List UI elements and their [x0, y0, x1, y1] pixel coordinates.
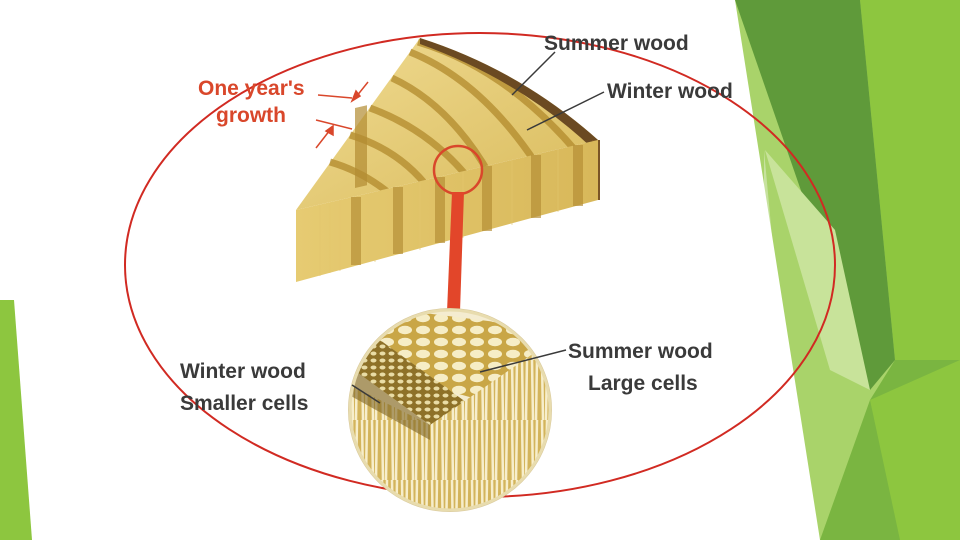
summer-wood-bottom-label: Summer wood	[568, 340, 713, 363]
wood-wedge-illustration	[296, 38, 600, 312]
winter-wood-bottom-label: Winter wood	[180, 360, 306, 383]
growth-label: growth	[216, 104, 286, 127]
large-cells-label: Large cells	[588, 372, 698, 395]
smaller-cells-label: Smaller cells	[180, 392, 308, 415]
magnified-cells-illustration	[348, 308, 552, 512]
summer-wood-top-label: Summer wood	[544, 32, 689, 55]
winter-wood-top-label: Winter wood	[607, 80, 733, 103]
left-green-accent	[0, 300, 32, 540]
decorative-green-shapes	[735, 0, 960, 540]
growth-arrows	[315, 81, 369, 149]
magnify-connector	[447, 192, 464, 312]
one-years-label: One year's	[198, 77, 305, 100]
label-pointers	[351, 51, 605, 404]
